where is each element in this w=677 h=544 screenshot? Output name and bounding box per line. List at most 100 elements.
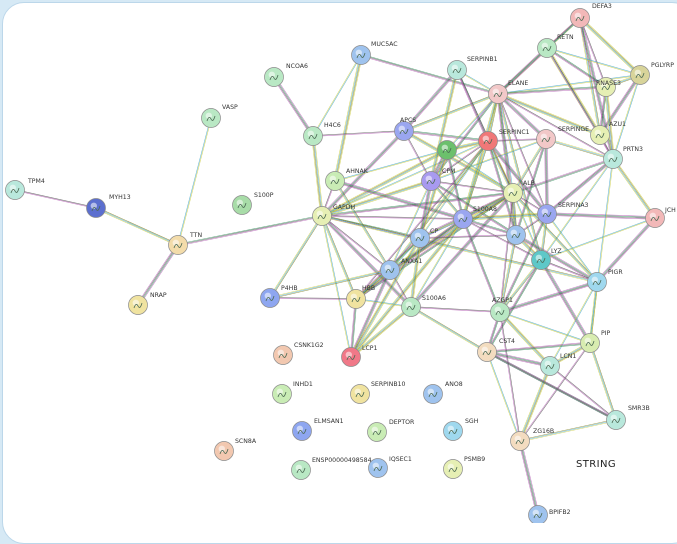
node-ttn[interactable]: [168, 235, 188, 255]
edge-gapdh-cpm[interactable]: [321, 179, 432, 218]
edge-serpinb1-cpm[interactable]: [429, 69, 459, 182]
node-psmb9[interactable]: [443, 459, 463, 479]
edge-elane-serpina3[interactable]: [497, 93, 548, 215]
edge-lyz-jch[interactable]: [540, 217, 656, 261]
edge-tpm4-myh13[interactable]: [14, 189, 97, 209]
edge-azgp1-lcn1[interactable]: [498, 310, 552, 368]
edge-pip-prtn3[interactable]: [589, 158, 614, 344]
node-vasp[interactable]: [201, 108, 221, 128]
edge-muc5ac-ahnak[interactable]: [333, 54, 363, 182]
edge-rnase3-prtn3[interactable]: [604, 86, 615, 160]
edge-alb-s100a6[interactable]: [409, 191, 515, 309]
edge-elane-rnase3[interactable]: [497, 85, 607, 96]
edge-cpm-anxa1[interactable]: [389, 180, 432, 271]
node-tfrc[interactable]: [506, 225, 526, 245]
node-pglyrp[interactable]: [630, 65, 650, 85]
node-inhd1[interactable]: [272, 384, 292, 404]
node-h4c6[interactable]: [303, 126, 323, 146]
node-rnase3[interactable]: [596, 77, 616, 97]
edge-elane-prtn3[interactable]: [497, 93, 614, 160]
node-s100p[interactable]: [232, 195, 252, 215]
edge-ttn-nrap[interactable]: [136, 244, 180, 306]
edge-ahnak-green1[interactable]: [334, 149, 448, 182]
edge-s100a6-lcp1[interactable]: [349, 305, 413, 359]
node-prtn3[interactable]: [603, 149, 623, 169]
edge-prtn3-jch[interactable]: [611, 158, 657, 219]
node-zg16b[interactable]: [510, 431, 530, 451]
node-pigr[interactable]: [587, 272, 607, 292]
node-s100a6[interactable]: [401, 297, 421, 317]
edge-prtn3-serpinge[interactable]: [545, 137, 614, 161]
edge-serpinge-alb[interactable]: [511, 138, 548, 194]
edge-pigr-jch[interactable]: [595, 216, 657, 284]
edge-s100a6-cst4[interactable]: [410, 305, 488, 354]
edge-zg16b-bpifb2[interactable]: [518, 440, 540, 516]
edge-retn-pglyrp[interactable]: [546, 47, 641, 76]
edge-s100a8-azgp1[interactable]: [461, 218, 502, 313]
edge-gapdh-s100a8[interactable]: [321, 215, 464, 220]
node-apcs[interactable]: [394, 121, 414, 141]
edge-p4hb-hbb[interactable]: [269, 297, 357, 300]
edge-gapdh-pigr[interactable]: [321, 214, 598, 284]
node-csnk1g2[interactable]: [273, 345, 293, 365]
edge-elane-retn[interactable]: [496, 46, 549, 96]
node-cp[interactable]: [410, 228, 430, 248]
edge-serpinge-cpm[interactable]: [430, 138, 547, 182]
node-lyz[interactable]: [531, 250, 551, 270]
edge-defa3-pglyrp[interactable]: [578, 16, 642, 77]
node-retn[interactable]: [537, 38, 557, 58]
edge-serpinc1-cp[interactable]: [419, 140, 489, 239]
edge-cpm-tfrc[interactable]: [430, 179, 517, 237]
edge-ahnak-anxa1[interactable]: [333, 180, 392, 271]
node-tpm4[interactable]: [5, 180, 25, 200]
edge-gapdh-s100a6[interactable]: [320, 214, 413, 309]
node-ensp00000498584[interactable]: [291, 460, 311, 480]
edge-cpm-alb[interactable]: [430, 180, 514, 194]
node-serpinb1[interactable]: [447, 60, 467, 80]
edge-serpinb1-alb[interactable]: [456, 69, 514, 194]
node-green1[interactable]: [437, 140, 457, 160]
edge-ncoa6-h4c6[interactable]: [272, 76, 315, 137]
node-defa3[interactable]: [570, 8, 590, 28]
edge-serpina3-jch[interactable]: [546, 212, 656, 220]
node-lcp1[interactable]: [341, 347, 361, 367]
node-lcn1[interactable]: [540, 356, 560, 376]
node-iqsec1[interactable]: [368, 458, 388, 478]
edge-gapdh-p4hb[interactable]: [268, 215, 324, 299]
edge-lyz-pip[interactable]: [539, 259, 592, 344]
node-serpinb10[interactable]: [350, 384, 370, 404]
edge-gapdh-hbb[interactable]: [320, 215, 358, 300]
node-sgh[interactable]: [443, 421, 463, 441]
edge-pigr-lcn1[interactable]: [549, 281, 598, 367]
edge-lcp1-cp[interactable]: [349, 237, 422, 358]
edge-ttn-vasp[interactable]: [177, 117, 212, 246]
edge-tfrc-cp[interactable]: [419, 234, 517, 239]
edge-gapdh-h4c6[interactable]: [311, 135, 324, 217]
edge-ttn-gapdh[interactable]: [177, 214, 323, 247]
edge-serpina3-azgp1[interactable]: [498, 213, 549, 313]
node-serpinge[interactable]: [536, 129, 556, 149]
edge-apcs-serpinc1[interactable]: [403, 129, 489, 143]
edge-pip-cst4[interactable]: [486, 341, 591, 354]
edge-pip-zg16b[interactable]: [519, 342, 591, 442]
edge-alb-pigr[interactable]: [512, 192, 598, 283]
node-anxa1[interactable]: [380, 260, 400, 280]
node-hbb[interactable]: [346, 289, 366, 309]
edge-cst4-zg16b[interactable]: [486, 351, 521, 442]
node-serpina3[interactable]: [537, 204, 557, 224]
node-cst4[interactable]: [477, 342, 497, 362]
edge-cp-s100a6[interactable]: [409, 237, 422, 308]
edge-pip-smr3b[interactable]: [588, 342, 618, 421]
node-scn8a[interactable]: [214, 441, 234, 461]
edge-lcn1-zg16b[interactable]: [518, 365, 552, 442]
edge-muc5ac-h4c6[interactable]: [312, 54, 362, 137]
edge-gapdh-green1[interactable]: [321, 148, 448, 218]
node-ano8[interactable]: [423, 384, 443, 404]
edge-anxa1-p4hb[interactable]: [269, 268, 391, 300]
edge-h4c6-apcs[interactable]: [312, 130, 405, 137]
network-canvas[interactable]: TPM4MYH13TTNNRAPVASPS100PNCOA6MUC5ACH4C6…: [0, 0, 677, 523]
node-ncoa6[interactable]: [264, 67, 284, 87]
node-elane[interactable]: [488, 84, 508, 104]
node-s100a8[interactable]: [453, 209, 473, 229]
edge-serpinc1-serpina3[interactable]: [486, 139, 549, 216]
